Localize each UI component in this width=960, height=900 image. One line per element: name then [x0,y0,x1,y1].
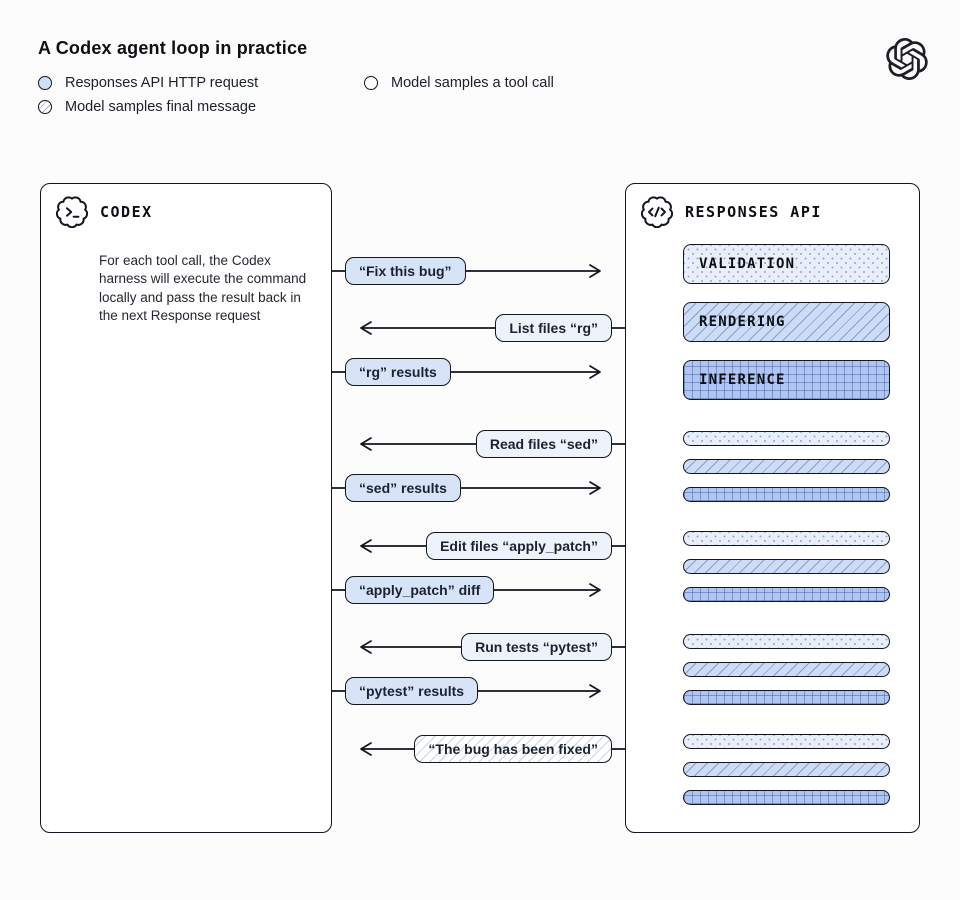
stage-rendering: RENDERING [683,302,890,342]
openai-logo-icon [886,38,928,81]
legend-label: Model samples a tool call [391,75,554,91]
message-label: “pytest” results [359,683,465,699]
pipeline-bar-hatch [683,762,890,777]
pipeline-bar-hatch [683,459,890,474]
message-label: List files “rg” [509,320,598,336]
message-bubble-pytest-results: “pytest” results [345,677,479,705]
request-legend-icon [38,76,52,90]
legend-item-final-message: Model samples final message [38,99,256,115]
pipeline-bar-dots [683,634,890,649]
message-label: “Fix this bug” [359,263,452,279]
pipeline-bar-grid [683,487,890,502]
pipeline-bar-dots [683,734,890,749]
pipeline-bar-hatch [683,662,890,677]
message-bubble-apply-patch-diff: “apply_patch” diff [345,576,495,604]
stage-label: VALIDATION [699,256,796,272]
message-bubble-fix-this-bug: “Fix this bug” [345,257,466,285]
pipeline-bar-grid [683,690,890,705]
pipeline-bar-grid [683,587,890,602]
responses-api-panel-title: RESPONSES API [685,203,822,221]
pipeline-bar-dots [683,431,890,446]
pipeline-bar-grid [683,790,890,805]
stage-validation: VALIDATION [683,244,890,284]
message-label: Read files “sed” [489,436,598,452]
message-bubble-bug-has-been-fixed: “The bug has been fixed” [414,735,612,763]
message-bubble-run-tests-pytest: Run tests “pytest” [461,633,612,661]
message-label: Run tests “pytest” [475,639,598,655]
codex-panel: CODEX For each tool call, the Codex harn… [40,183,332,833]
page-title: A Codex agent loop in practice [38,38,308,58]
message-label: “The bug has been fixed” [428,741,598,757]
message-label: “sed” results [359,480,447,496]
stage-label: RENDERING [699,314,786,330]
message-bubble-read-files-sed: Read files “sed” [475,430,612,458]
message-bubble-edit-files-apply-patch: Edit files “apply_patch” [426,532,612,560]
codex-description: For each tool call, the Codex harness wi… [99,252,307,324]
responses-api-panel: RESPONSES API VALIDATION RENDERING INFER… [625,183,920,833]
message-bubble-sed-results: “sed” results [345,474,461,502]
codex-panel-title: CODEX [100,203,153,221]
legend-label: Responses API HTTP request [65,75,259,91]
responses-api-panel-header: RESPONSES API [640,196,822,229]
message-bubble-rg-results: “rg” results [345,358,451,386]
stage-label: INFERENCE [699,372,786,388]
legend-item-tool-call: Model samples a tool call [364,75,554,91]
final-message-legend-icon [38,100,52,114]
pipeline-bar-hatch [683,559,890,574]
pipeline-bar-dots [683,531,890,546]
message-bubble-list-files-rg: List files “rg” [495,314,612,342]
message-label: Edit files “apply_patch” [440,538,598,554]
code-badge-icon [640,196,674,229]
legend-label: Model samples final message [65,99,257,115]
message-label: “rg” results [359,364,437,380]
terminal-badge-icon [55,196,89,229]
legend-item-request: Responses API HTTP request [38,75,258,91]
tool-call-legend-icon [364,76,378,90]
stage-inference: INFERENCE [683,360,890,400]
codex-panel-header: CODEX [55,196,153,229]
message-label: “apply_patch” diff [359,582,481,598]
